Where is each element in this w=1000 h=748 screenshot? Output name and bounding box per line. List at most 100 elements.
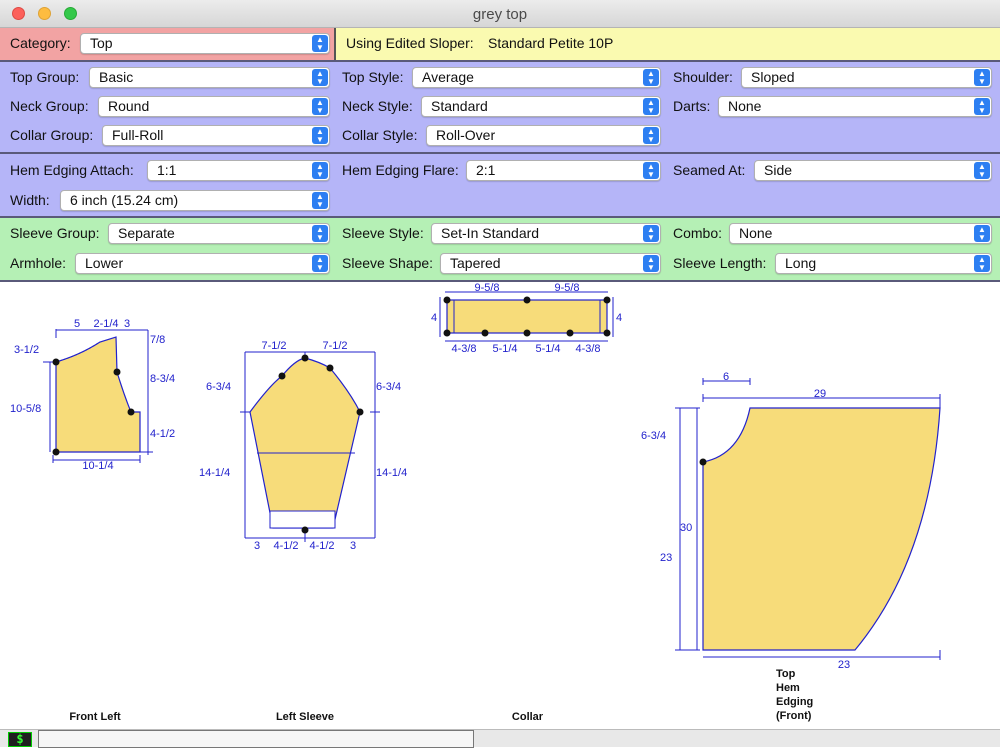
dim-label: 4 <box>616 312 622 324</box>
marker-dot <box>523 296 531 304</box>
dim-label: 30 <box>680 522 692 534</box>
neck-style-select[interactable]: Standard ▲▼ <box>421 96 661 117</box>
category-select[interactable]: Top ▲▼ <box>80 33 330 54</box>
combo-value: None <box>739 225 773 241</box>
chevron-updown-icon: ▲▼ <box>312 255 328 272</box>
dim-label: 6-3/4 <box>206 381 231 393</box>
marker-dot <box>326 364 334 372</box>
dim-label: 8-3/4 <box>150 373 175 385</box>
minimize-window-button[interactable] <box>38 7 51 20</box>
dim-label: 6-3/4 <box>376 381 401 393</box>
marker-dot <box>113 368 121 376</box>
collar-group-label: Collar Group: <box>10 127 94 143</box>
left-sleeve-pattern-piece <box>249 357 361 529</box>
pattern-canvas: 5 2-1/4 3 7/8 3-1/2 8-3/4 10-5/8 4-1/2 1… <box>10 282 941 671</box>
dim-label: 3 <box>124 318 130 330</box>
width-select[interactable]: 6 inch (15.24 cm) ▲▼ <box>60 190 330 211</box>
neck-group-select[interactable]: Round ▲▼ <box>98 96 330 117</box>
marker-dot <box>301 354 309 362</box>
marker-dot <box>127 408 135 416</box>
category-panel: Category: Top ▲▼ Using Edited Sloper: St… <box>0 28 1000 62</box>
sleeve-style-select[interactable]: Set-In Standard ▲▼ <box>431 223 661 244</box>
sleeve-panel: Sleeve Group: Separate ▲▼ Sleeve Style: … <box>0 218 1000 282</box>
sleeve-style-value: Set-In Standard <box>441 225 540 241</box>
seamed-at-select[interactable]: Side ▲▼ <box>754 160 992 181</box>
sleeve-length-select[interactable]: Long ▲▼ <box>775 253 992 274</box>
dim-label: 7-1/2 <box>322 340 347 352</box>
marker-dot <box>481 329 489 337</box>
bottom-status-bar: $ <box>0 729 1000 748</box>
darts-select[interactable]: None ▲▼ <box>718 96 992 117</box>
status-s-icon[interactable]: $ <box>8 732 32 747</box>
marker-dot <box>278 372 286 380</box>
chevron-updown-icon: ▲▼ <box>312 225 328 242</box>
dim-label: 6 <box>723 371 729 383</box>
shoulder-select[interactable]: Sloped ▲▼ <box>741 67 992 88</box>
caption-line: (Front) <box>776 710 812 722</box>
chevron-updown-icon: ▲▼ <box>312 192 328 209</box>
chevron-updown-icon: ▲▼ <box>974 255 990 272</box>
hem-attach-select[interactable]: 1:1 ▲▼ <box>147 160 330 181</box>
dim-label: 4-3/8 <box>575 343 600 355</box>
dim-label: 4-1/2 <box>309 540 334 552</box>
marker-dot <box>603 329 611 337</box>
marker-dot <box>603 296 611 304</box>
caption-line: Top <box>776 668 796 680</box>
hem-attach-label: Hem Edging Attach: <box>10 162 134 178</box>
armhole-select[interactable]: Lower ▲▼ <box>75 253 330 274</box>
dim-label: 14-1/4 <box>199 467 230 479</box>
top-style-label: Top Style: <box>342 69 404 85</box>
collar-style-label: Collar Style: <box>342 127 418 143</box>
marker-dot <box>301 526 309 534</box>
neck-group-label: Neck Group: <box>10 98 89 114</box>
top-style-panel: Top Group: Basic ▲▼ Top Style: Average ▲… <box>0 62 1000 154</box>
seamed-at-label: Seamed At: <box>673 162 746 178</box>
category-value: Top <box>90 35 113 51</box>
dim-label: 23 <box>660 552 672 564</box>
chevron-updown-icon: ▲▼ <box>643 69 659 86</box>
collar-caption: Collar <box>511 711 544 723</box>
hem-edging-pattern-piece <box>702 407 941 651</box>
collar-style-value: Roll-Over <box>436 127 496 143</box>
sleeve-length-label: Sleeve Length: <box>673 255 767 271</box>
marker-dot <box>566 329 574 337</box>
top-group-select[interactable]: Basic ▲▼ <box>89 67 330 88</box>
dim-label: 9-5/8 <box>474 282 499 294</box>
pattern-drawing-area: 5 2-1/4 3 7/8 3-1/2 8-3/4 10-5/8 4-1/2 1… <box>0 282 1000 730</box>
close-window-button[interactable] <box>12 7 25 20</box>
sloper-section: Using Edited Sloper: Standard Petite 10P <box>336 28 1000 60</box>
neck-style-label: Neck Style: <box>342 98 413 114</box>
collar-group-select[interactable]: Full-Roll ▲▼ <box>102 125 330 146</box>
top-style-value: Average <box>422 69 474 85</box>
combo-select[interactable]: None ▲▼ <box>729 223 992 244</box>
dim-label: 5-1/4 <box>535 343 560 355</box>
zoom-window-button[interactable] <box>64 7 77 20</box>
category-section: Category: Top ▲▼ <box>0 28 336 60</box>
collar-group-value: Full-Roll <box>112 127 164 143</box>
chevron-updown-icon: ▲▼ <box>643 98 659 115</box>
shoulder-value: Sloped <box>751 69 795 85</box>
dim-label: 3-1/2 <box>14 344 39 356</box>
dim-label: 4-3/8 <box>451 343 476 355</box>
armhole-value: Lower <box>85 255 124 271</box>
dim-label: 7/8 <box>150 334 165 346</box>
armhole-label: Armhole: <box>10 255 67 271</box>
collar-style-select[interactable]: Roll-Over ▲▼ <box>426 125 661 146</box>
sleeve-group-label: Sleeve Group: <box>10 225 100 241</box>
hem-edging-caption: Top Hem Edging (Front) <box>776 667 816 723</box>
sleeve-group-select[interactable]: Separate ▲▼ <box>108 223 330 244</box>
chevron-updown-icon: ▲▼ <box>974 69 990 86</box>
sleeve-shape-select[interactable]: Tapered ▲▼ <box>440 253 661 274</box>
shoulder-label: Shoulder: <box>673 69 733 85</box>
darts-label: Darts: <box>673 98 711 114</box>
caption-line: Hem <box>776 682 800 694</box>
status-field[interactable] <box>38 730 474 748</box>
marker-dot <box>523 329 531 337</box>
width-value: 6 inch (15.24 cm) <box>70 192 179 208</box>
chevron-updown-icon: ▲▼ <box>312 69 328 86</box>
hem-flare-select[interactable]: 2:1 ▲▼ <box>466 160 661 181</box>
top-style-select[interactable]: Average ▲▼ <box>412 67 661 88</box>
marker-dot <box>52 358 60 366</box>
chevron-updown-icon: ▲▼ <box>312 35 328 52</box>
chevron-updown-icon: ▲▼ <box>643 162 659 179</box>
